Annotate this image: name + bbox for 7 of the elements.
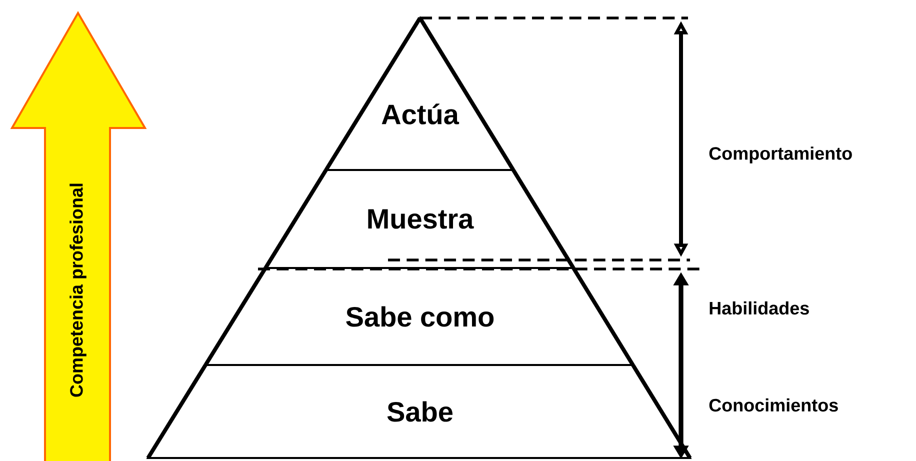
pyramid-level: Sabe <box>146 363 692 460</box>
side-label: Conocimientos <box>709 398 838 412</box>
pyramid-level: Muestra <box>264 168 576 270</box>
side-label: Comportamiento <box>709 146 852 164</box>
pyramid-level: Actúa <box>324 16 516 172</box>
pyramid-level: Sabe como <box>204 266 635 367</box>
side-label: Habilidades <box>710 301 809 315</box>
